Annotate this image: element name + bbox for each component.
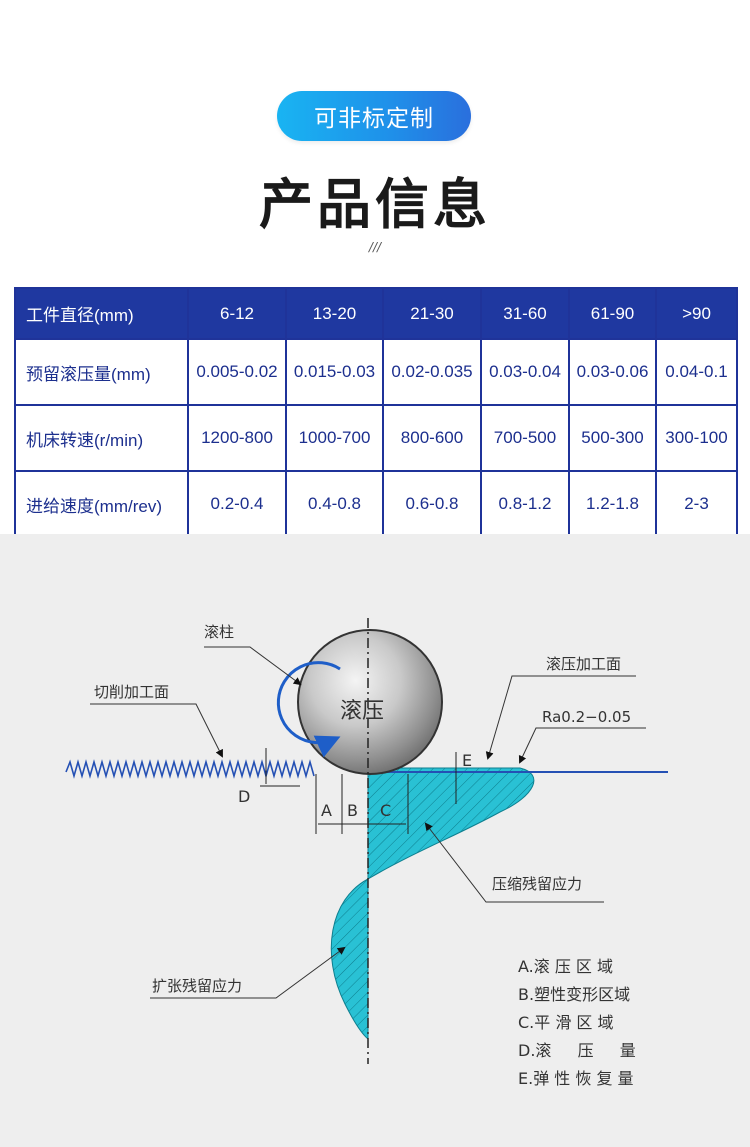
table-cell: 500-300 [568,404,657,472]
table-row: 进给速度(mm/rev) 0.2-0.4 0.4-0.8 0.6-0.8 0.8… [14,470,738,538]
table-cell: 800-600 [382,404,482,472]
diagram-legend: A.滚 压 区 域 B.塑性变形区域 C.平 滑 区 域 D.滚 压 量 E.弹… [518,953,636,1093]
rolling-process-diagram: 滚柱 滚压 切削加工面 滚压加工面 Ra0.2−0.05 压缩残留应力 扩张残留… [0,534,750,1147]
cut-surface-profile [65,759,315,779]
label-d: D [238,787,250,806]
table-row: 预留滚压量(mm) 0.005-0.02 0.015-0.03 0.02-0.0… [14,338,738,406]
column-header: 21-30 [382,287,482,340]
table-cell: 1000-700 [285,404,384,472]
table-cell: 0.6-0.8 [382,470,482,538]
table-cell: 0.04-0.1 [655,338,738,406]
label-b: B [347,801,358,820]
leader-tensile [150,946,346,999]
table-cell: 0.4-0.8 [285,470,384,538]
leader-rolled-surface [485,675,636,760]
label-a: A [321,801,332,820]
compressive-stress-area [367,767,535,880]
diagram-svg: 滚柱 滚压 切削加工面 滚压加工面 Ra0.2−0.05 压缩残留应力 扩张残留… [65,618,668,1064]
table-cell: 0.03-0.06 [568,338,657,406]
leader-cut-surface [90,703,223,758]
table-cell: 1200-800 [187,404,287,472]
row-header: 机床转速(r/min) [14,404,189,472]
table-cell: 0.2-0.4 [187,470,287,538]
table-cell: 0.02-0.035 [382,338,482,406]
leader-roller [204,646,302,686]
legend-item: E.弹 性 恢 复 量 [518,1069,634,1088]
row-header: 预留滚压量(mm) [14,338,189,406]
column-header: 6-12 [187,287,287,340]
column-header: 61-90 [568,287,657,340]
leader-roughness [518,727,646,764]
tensile-stress-area [330,878,369,1041]
label-roughness: Ra0.2−0.05 [542,708,631,726]
table-cell: 0.015-0.03 [285,338,384,406]
table-header-row: 工件直径(mm) 6-12 13-20 21-30 31-60 61-90 >9… [14,287,738,340]
legend-item: D.滚 压 量 [518,1041,636,1060]
label-roller: 滚柱 [204,623,234,641]
table-cell: 700-500 [480,404,570,472]
column-header: 31-60 [480,287,570,340]
table-cell: 0.8-1.2 [480,470,570,538]
product-spec-table: 工件直径(mm) 6-12 13-20 21-30 31-60 61-90 >9… [14,287,738,538]
legend-item: B.塑性变形区域 [518,985,631,1004]
column-header: >90 [655,287,738,340]
customizable-badge: 可非标定制 [277,91,471,141]
legend-item: C.平 滑 区 域 [518,1013,614,1032]
page-title: 产品信息 [259,173,491,236]
label-rolling: 滚压 [340,699,384,724]
label-compressive-stress: 压缩残留应力 [492,875,582,893]
table-cell: 0.005-0.02 [187,338,287,406]
table-cell: 300-100 [655,404,738,472]
column-header: 13-20 [285,287,384,340]
label-e: E [462,751,472,770]
rotation-arrow [276,661,341,758]
table-row: 机床转速(r/min) 1200-800 1000-700 800-600 70… [14,404,738,472]
label-tensile-stress: 扩张残留应力 [152,977,242,995]
column-header: 工件直径(mm) [14,287,189,340]
legend-item: A.滚 压 区 域 [518,957,614,976]
table-cell: 2-3 [655,470,738,538]
leader-compressive [424,822,604,903]
table-cell: 0.03-0.04 [480,338,570,406]
label-c: C [380,801,391,820]
label-cut-surface: 切削加工面 [94,683,169,701]
row-header: 进给速度(mm/rev) [14,470,189,538]
table-cell: 1.2-1.8 [568,470,657,538]
label-rolled-surface: 滚压加工面 [546,655,621,673]
title-divider: /// [368,240,382,254]
